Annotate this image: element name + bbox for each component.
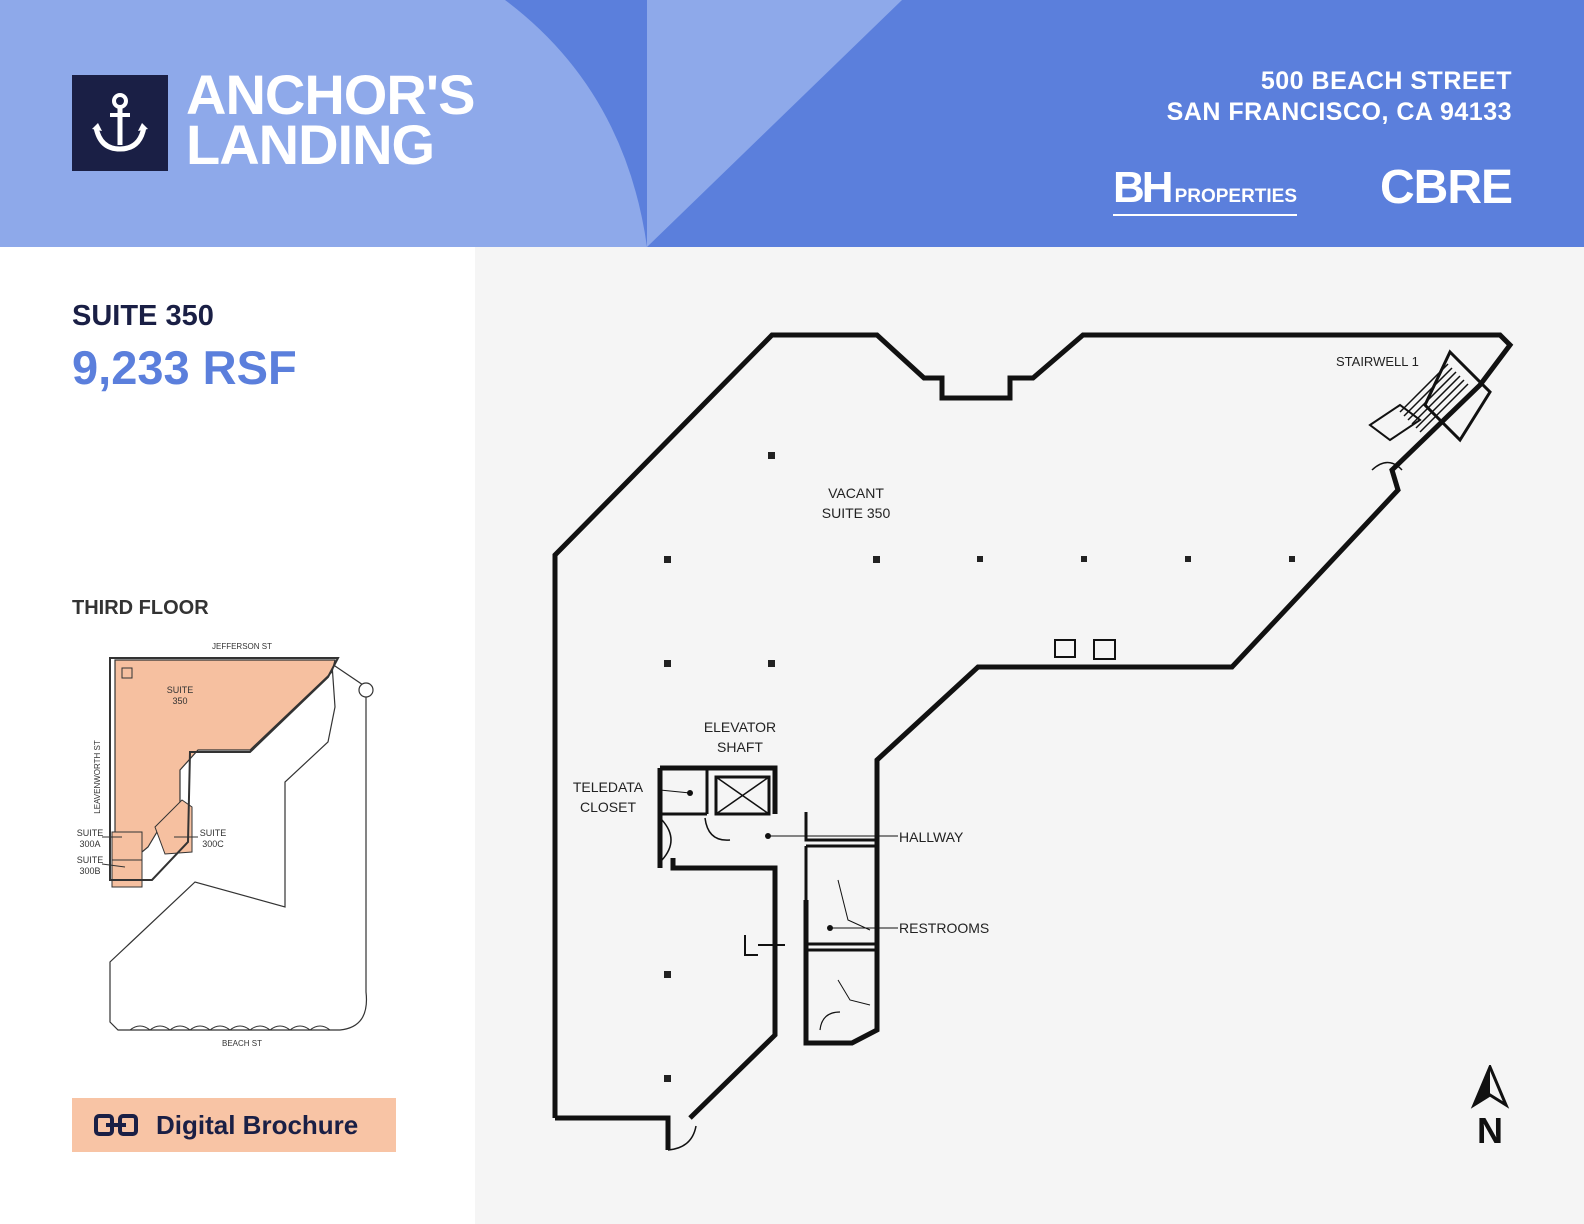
bh-logo-main: BH xyxy=(1113,163,1174,212)
floorplan-restroom-divider xyxy=(806,942,877,952)
property-address: 500 BEACH STREET SAN FRANCISCO, CA 94133 xyxy=(1167,66,1512,128)
keyplan-street-south: BEACH ST xyxy=(222,1039,262,1048)
floorplan-hallway-wall xyxy=(804,812,877,848)
hallway-leader-dot xyxy=(765,833,771,839)
keyplan-suite-300c-line2: 300C xyxy=(202,839,224,849)
floorplan-columns xyxy=(664,452,1295,1082)
restrooms-label: RESTROOMS xyxy=(899,920,990,936)
third-floor-keyplan: JEFFERSON ST LEAVENWORTH ST BEACH ST SUI… xyxy=(77,642,374,1048)
stairwell-label: STAIRWELL 1 xyxy=(1336,354,1419,369)
restrooms-leader-dot xyxy=(827,925,833,931)
address-city: SAN FRANCISCO, CA 94133 xyxy=(1166,98,1512,126)
floorplan-panel xyxy=(475,247,1584,1224)
floorplan-elevator-x2 xyxy=(715,776,770,815)
north-letter: N xyxy=(1477,1110,1503,1151)
keyplan-300b-leader xyxy=(101,863,126,868)
address-street: 500 BEACH STREET xyxy=(1260,67,1512,95)
vacant-suite-label: VACANT SUITE 350 xyxy=(786,483,926,523)
keyplan-building-outline xyxy=(109,662,368,1031)
floorplan-door-teledata xyxy=(661,819,672,861)
keyplan-suite-300c-line1: SUITE xyxy=(200,828,227,838)
keyplan-suite-300a-line2: 300A xyxy=(79,839,100,849)
elevator-shaft-label: ELEVATOR SHAFT xyxy=(685,717,795,757)
north-compass: N xyxy=(1470,1063,1510,1152)
floorplan-door-south xyxy=(667,1125,697,1151)
digital-brochure-button[interactable]: Digital Brochure xyxy=(72,1098,396,1152)
header-banner: ANCHOR'S LANDING 500 BEACH STREET SAN FR… xyxy=(0,0,1584,247)
logo-line-2: LANDING xyxy=(186,113,435,176)
hallway-label: HALLWAY xyxy=(899,829,964,845)
floorplan-shaft-2 xyxy=(1093,639,1116,660)
elevator-line2: SHAFT xyxy=(717,739,763,755)
suite-area: 9,233 RSF xyxy=(72,341,297,394)
keyplan-title: THIRD FLOOR xyxy=(72,597,209,619)
suite-name: SUITE 350 xyxy=(72,300,214,332)
floorplan-lower-wing-wall xyxy=(555,858,778,1150)
keyplan-suite-border xyxy=(109,657,340,881)
keyplan-suite-350-line1: SUITE xyxy=(167,685,194,695)
vacant-suite-line2: SUITE 350 xyxy=(821,505,891,521)
digital-brochure-label: Digital Brochure xyxy=(156,1109,359,1140)
teledata-line2: CLOSET xyxy=(579,799,636,815)
keyplan-suite-350-line2: 350 xyxy=(172,696,187,706)
keyplan-street-north: JEFFERSON ST xyxy=(212,642,272,651)
elevator-line1: ELEVATOR xyxy=(703,719,777,735)
logo-line-1: ANCHOR'S xyxy=(186,63,475,126)
north-arrow-icon xyxy=(1470,1063,1510,1109)
teledata-closet-label: TELEDATA CLOSET xyxy=(563,777,653,817)
bh-logo-sub: PROPERTIES xyxy=(1174,186,1298,207)
teledata-line1: TELEDATA xyxy=(572,779,644,795)
cbre-logo: CBRE xyxy=(1379,161,1513,214)
keyplan-south-facade xyxy=(129,1025,331,1031)
anchor-logo-mark xyxy=(72,75,168,171)
floorplan-restroom-door xyxy=(819,1011,841,1031)
header-background xyxy=(0,0,1584,247)
floorplan-lower-door-frame xyxy=(744,935,785,956)
floorplan-stair-door xyxy=(1371,461,1403,471)
keyplan-suite-300c-area xyxy=(154,799,193,855)
keyplan-suite-300a-line1: SUITE xyxy=(77,828,104,838)
anchor-icon xyxy=(92,93,148,152)
teledata-leader-dot xyxy=(687,790,693,796)
keyplan-suite-300b-line2: 300B xyxy=(79,866,100,876)
link-icon xyxy=(94,1113,138,1137)
keyplan-suite-300b-line1: SUITE xyxy=(77,855,104,865)
keyplan-stair xyxy=(121,667,133,679)
anchors-landing-logo: ANCHOR'S LANDING xyxy=(186,63,475,176)
floorplan-core-wall xyxy=(657,765,778,868)
floorplan-stair-landing xyxy=(1368,403,1422,442)
keyplan-corner-tower xyxy=(358,682,374,698)
floorplan-outer-wall xyxy=(552,332,1514,1118)
floorplan-shaft-1 xyxy=(1054,639,1076,658)
floorplan-restroom-fixtures xyxy=(837,879,871,1006)
vacant-suite-line1: VACANT xyxy=(828,485,884,501)
keyplan-street-west: LEAVENWORTH ST xyxy=(93,740,102,814)
teledata-leader xyxy=(659,789,691,794)
floorplan-door-core xyxy=(704,817,731,841)
floorplan-stair-treads xyxy=(1399,363,1469,433)
floorplan-elevator-box xyxy=(714,775,771,816)
